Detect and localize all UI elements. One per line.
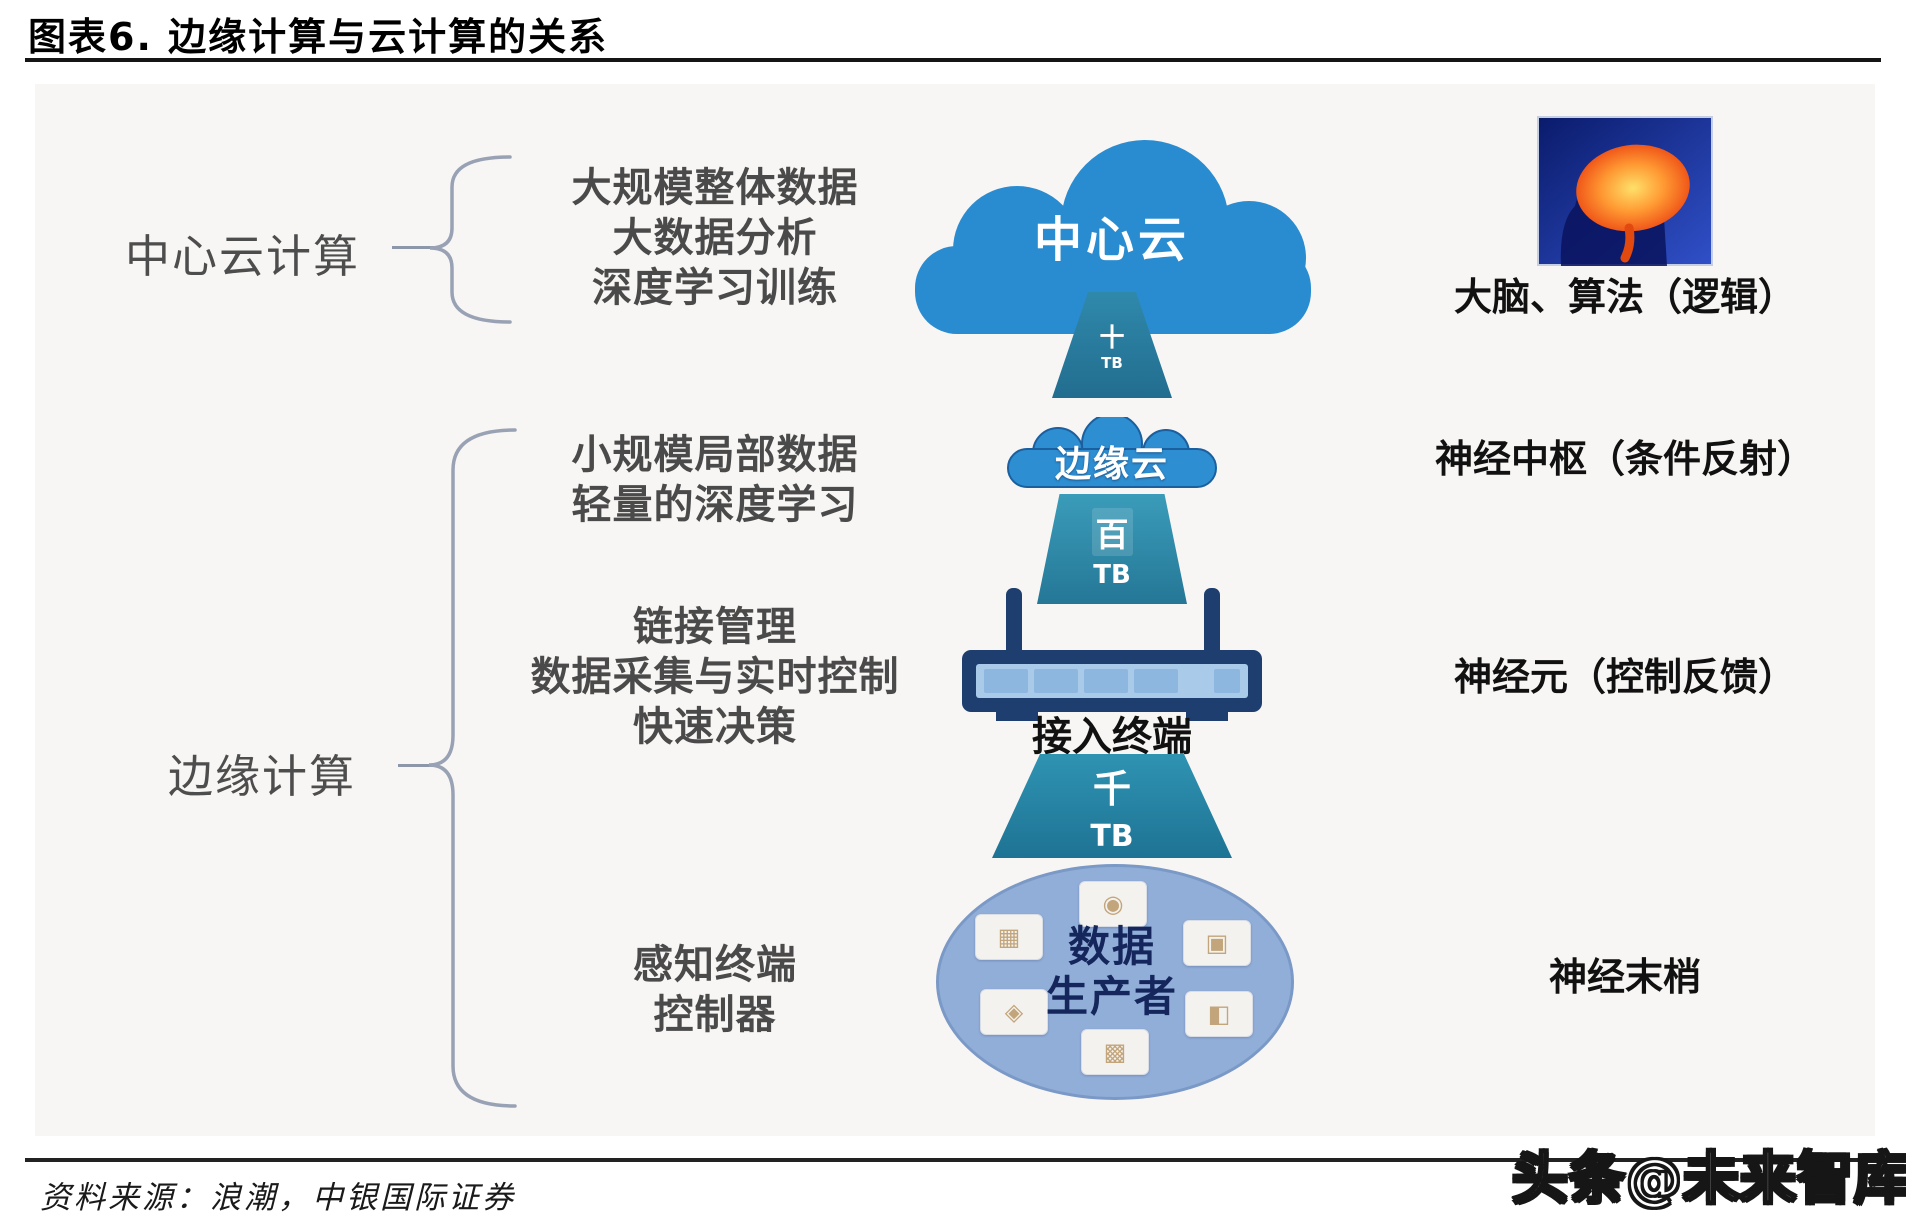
brain-image (1537, 116, 1713, 266)
central-cloud-shape (915, 140, 1311, 334)
curly-brace-bottom (428, 428, 517, 1108)
tile-glyph: ▩ (1103, 1038, 1127, 1066)
title-divider (25, 58, 1881, 62)
factory-icon: ▦ (975, 914, 1043, 960)
tile-glyph: ◉ (1102, 890, 1124, 918)
desc-access-terminal: 链接管理 数据采集与实时控制 快速决策 (530, 604, 900, 750)
label-nerve-center: 神经中枢（条件反射） (1434, 437, 1815, 481)
funnel-unit: 百 (1091, 508, 1133, 556)
car-icon: ◧ (1185, 991, 1253, 1037)
router-foot (996, 712, 1038, 721)
chip-icon: ▩ (1081, 1029, 1149, 1075)
edge-cloud-shape (1007, 417, 1217, 488)
router-port (984, 669, 1028, 693)
router-led (1214, 669, 1240, 693)
central-cloud-label: 中心云 (1033, 212, 1190, 268)
funnel-tb: TB (1093, 560, 1131, 590)
camera-icon: ▣ (1183, 920, 1251, 966)
router-port (1134, 669, 1178, 693)
connector-dash (398, 764, 434, 767)
funnel-unit: 十 (1099, 323, 1125, 352)
tile-glyph: ◈ (1004, 998, 1024, 1026)
watermark: 头条@未来智库 (1511, 1146, 1906, 1214)
desc-edge-cloud: 小规模局部数据 轻量的深度学习 (571, 432, 859, 528)
label-center-cloud-computing: 中心云计算 (125, 230, 361, 283)
label-nerve-endings: 神经末梢 (1548, 955, 1701, 999)
desc-central-cloud: 大规模整体数据 大数据分析 深度学习训练 (571, 165, 859, 311)
funnel-hundred-tb: 百 TB (1037, 494, 1187, 604)
tile-glyph: ▦ (997, 923, 1021, 951)
router-device (962, 588, 1262, 738)
data-producer-ellipse: ◉ ▦ ▣ ◈ ◧ ▩ (936, 864, 1294, 1100)
source-note: 资料来源：浪潮，中银国际证券 (40, 1180, 516, 1216)
access-terminal-label: 接入终端 (1032, 714, 1192, 760)
tile-glyph: ▣ (1205, 929, 1229, 957)
bottom-divider (25, 1158, 1906, 1162)
label-brain-algorithm: 大脑、算法（逻辑） (1453, 275, 1796, 319)
router-foot (1186, 712, 1228, 721)
connector-dash (392, 246, 434, 249)
desc-perception-terminal: 感知终端 控制器 (633, 942, 797, 1038)
router-antenna-left (1006, 588, 1022, 658)
router-port (1084, 669, 1128, 693)
handset-icon: ◈ (980, 989, 1048, 1035)
funnel-tb: TB (1090, 819, 1134, 854)
router-port (1034, 669, 1078, 693)
funnel-unit: 千 (1092, 767, 1131, 811)
curly-brace-top (429, 155, 512, 324)
label-neuron: 神经元（控制反馈） (1453, 655, 1796, 699)
funnel-tb: TB (1101, 354, 1123, 372)
edge-cloud-label: 边缘云 (1054, 444, 1169, 485)
webcam-icon: ◉ (1079, 881, 1147, 927)
data-producer-label: 数据 生产者 (1045, 922, 1178, 1021)
figure-title: 图表6. 边缘计算与云计算的关系 (28, 15, 609, 59)
tile-glyph: ◧ (1207, 1000, 1231, 1028)
router-antenna-right (1204, 588, 1220, 658)
label-edge-computing: 边缘计算 (168, 750, 357, 803)
